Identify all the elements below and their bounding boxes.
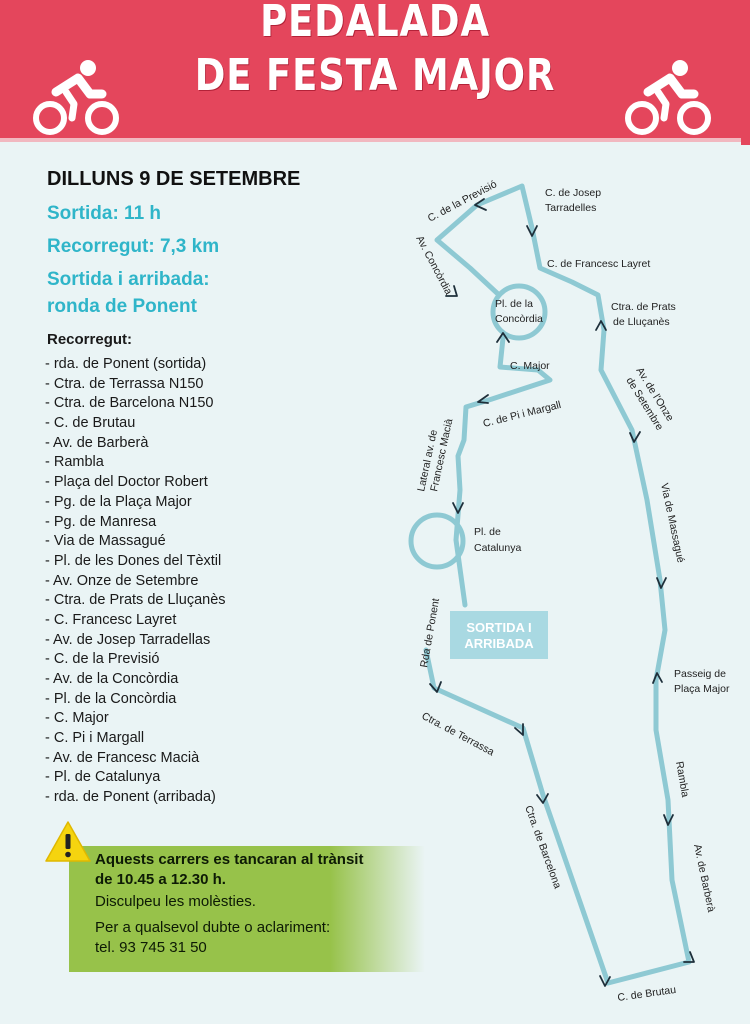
header-divider: [0, 138, 750, 142]
badge-line: SORTIDA I: [466, 620, 532, 635]
title-line-1: PEDALADA: [260, 0, 490, 47]
cyclist-icon: [625, 60, 711, 135]
notice-line: Per a qualsevol dubte o aclariment:: [95, 919, 331, 936]
badge-line: ARRIBADA: [464, 636, 534, 651]
route-item: - Av. de Francesc Macià: [45, 749, 200, 766]
label-tarradelles-2: Tarradelles: [545, 202, 596, 214]
route-distance: Recorregut: 7,3 km: [47, 236, 220, 257]
route-item: - C. de la Previsió: [45, 651, 160, 668]
label-pi-margall: C. de Pi i Margall: [482, 399, 562, 430]
route-item: - Av. de la Concòrdia: [45, 671, 179, 687]
label-pl-concordia-1: Pl. de la: [495, 298, 533, 310]
notice-line: Aquests carrers es tancaran al trànsit: [95, 851, 364, 868]
route-item: - Via de Massagué: [45, 533, 166, 550]
route-item: - Rambla: [45, 454, 104, 471]
route-item: - Pg. de Manresa: [45, 513, 157, 530]
notice-text: Aquests carrers es tancaran al trànsit d…: [95, 850, 363, 958]
header-banner: [0, 0, 750, 138]
label-layret: C. de Francesc Layret: [547, 258, 650, 270]
placa-concordia-circle: [490, 283, 548, 341]
label-pl-catalunya-1: Pl. de: [474, 526, 501, 538]
route-item: - C. Major: [45, 710, 109, 727]
placa-catalunya-circle: [408, 512, 466, 570]
label-barcelona: Ctra. de Barcelona: [522, 804, 563, 891]
warning-icon: [45, 821, 91, 862]
label-rambla: Rambla: [673, 760, 691, 798]
corner-mark: [741, 138, 750, 145]
route-item: - C. Pi i Margall: [45, 730, 145, 747]
label-major: C. Major: [510, 360, 550, 372]
start-end-location: Sortida i arribada: ronda de Ponent: [47, 266, 210, 320]
notice-fade: [330, 846, 425, 972]
route-item: - Pl. de Catalunya: [45, 769, 161, 786]
label-terrassa: Ctra. de Terrassa: [420, 710, 497, 758]
label-pl-concordia-2: Concòrdia: [495, 313, 543, 325]
cyclist-icon: [33, 60, 119, 135]
notice-line: Disculpeu les molèsties.: [95, 893, 256, 910]
label-prats-1: Ctra. de Prats: [611, 301, 676, 313]
event-date: DILLUNS 9 DE SETEMBRE: [47, 168, 301, 190]
label-massague: Via de Massagué: [658, 482, 687, 564]
direction-arrows: [429, 198, 695, 987]
route-item: - Pl. de la Concòrdia: [45, 690, 177, 707]
start-end-place: ronda de Ponent: [47, 296, 197, 317]
label-pl-catalunya-2: Catalunya: [474, 542, 521, 554]
route-item: - Plaça del Doctor Robert: [45, 474, 208, 491]
route-item: - C. Francesc Layret: [45, 611, 177, 628]
label-concordia-av: Av. Concòrdia: [413, 234, 454, 297]
route-item: - Ctra. de Terrassa N150: [45, 375, 204, 392]
start-time: Sortida: 11 h: [47, 203, 162, 224]
label-prats-2: de Lluçanès: [613, 316, 670, 328]
route-item: - rda. de Ponent (arribada): [45, 789, 216, 806]
notice-line: tel. 93 745 31 50: [95, 939, 207, 956]
route-item: - C. de Brutau: [45, 415, 136, 432]
route-item: - rda. de Ponent (sortida): [45, 356, 207, 372]
route-item: - Pl. de les Dones del Tèxtil: [45, 552, 222, 569]
route-item: - Ctra. de Barcelona N150: [45, 395, 214, 412]
route-list: - rda. de Ponent (sortida) - Ctra. de Te…: [45, 355, 226, 808]
route-item: - Pg. de la Plaça Major: [45, 493, 192, 510]
route-path: [408, 183, 692, 986]
label-barbera: Av. de Barberà: [691, 843, 717, 913]
label-placa-major-2: Plaça Major: [674, 683, 730, 695]
label-placa-major-1: Passeig de: [674, 668, 726, 680]
route-item: - Av. de Josep Tarradellas: [45, 631, 211, 648]
label-tarradelles-1: C. de Josep: [545, 187, 601, 199]
title-line-2: DE FESTA MAJOR: [194, 50, 556, 101]
label-ponent: Rda de Ponent: [418, 597, 442, 668]
route-item: - Av. Onze de Setembre: [45, 572, 199, 589]
notice-line: de 10.45 a 12.30 h.: [95, 871, 226, 888]
label-brutau: C. de Brutau: [617, 984, 677, 1004]
start-finish-badge: [450, 611, 548, 659]
route-item: - Ctra. de Prats de Lluçanès: [45, 592, 226, 609]
start-end-label: Sortida i arribada:: [47, 269, 210, 290]
route-item: - Av. de Barberà: [45, 434, 149, 451]
route-list-title: Recorregut:: [47, 331, 133, 348]
start-finish-badge-text: SORTIDA I ARRIBADA: [450, 620, 548, 652]
